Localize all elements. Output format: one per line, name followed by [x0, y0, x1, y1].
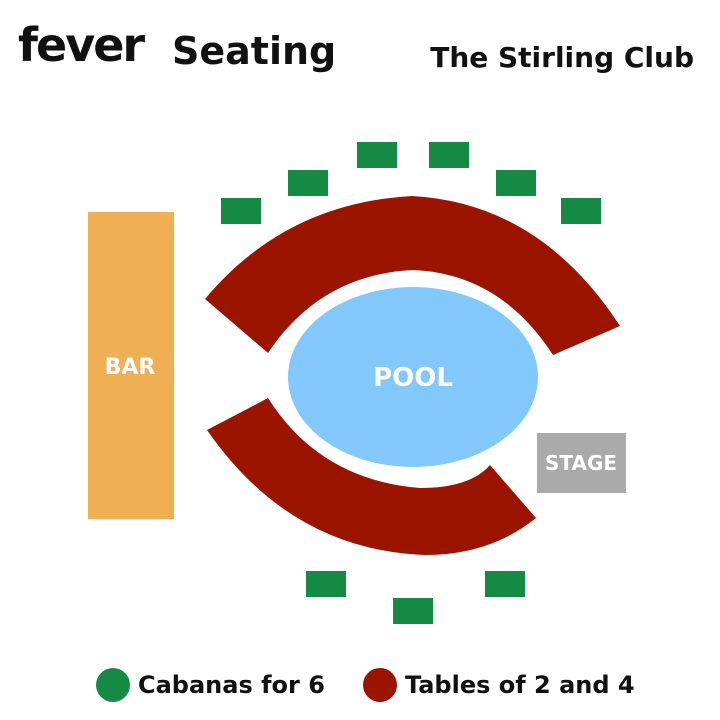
cabana[interactable] [393, 598, 433, 624]
cabana[interactable] [496, 170, 536, 196]
legend-item-tables: Tables of 2 and 4 [362, 668, 635, 702]
venue-name: The Stirling Club [430, 41, 694, 74]
fever-logo: fever [18, 18, 145, 72]
legend-label-tables: Tables of 2 and 4 [404, 671, 635, 699]
cabana[interactable] [306, 571, 346, 597]
cabana[interactable] [485, 571, 525, 597]
legend-label-cabanas: Cabanas for 6 [138, 671, 325, 699]
cabana[interactable] [561, 198, 601, 224]
legend: Cabanas for 6 Tables of 2 and 4 [96, 668, 673, 702]
cabana[interactable] [429, 142, 469, 168]
table-swatch-icon [362, 668, 397, 702]
cabana[interactable] [221, 198, 261, 224]
bar-area [88, 212, 174, 519]
tables-section-lower[interactable] [207, 398, 536, 555]
page-title: Seating [172, 29, 337, 73]
pool-label: POOL [373, 363, 453, 393]
legend-item-cabanas: Cabanas for 6 [96, 668, 325, 702]
bar-label: BAR [105, 355, 156, 380]
cabana[interactable] [357, 142, 397, 168]
cabana-swatch-icon [96, 668, 130, 702]
cabana[interactable] [288, 170, 328, 196]
stage-label: STAGE [545, 451, 617, 475]
pool-area [288, 287, 538, 467]
tables-section-upper[interactable] [205, 196, 620, 355]
stage-area [537, 433, 626, 493]
